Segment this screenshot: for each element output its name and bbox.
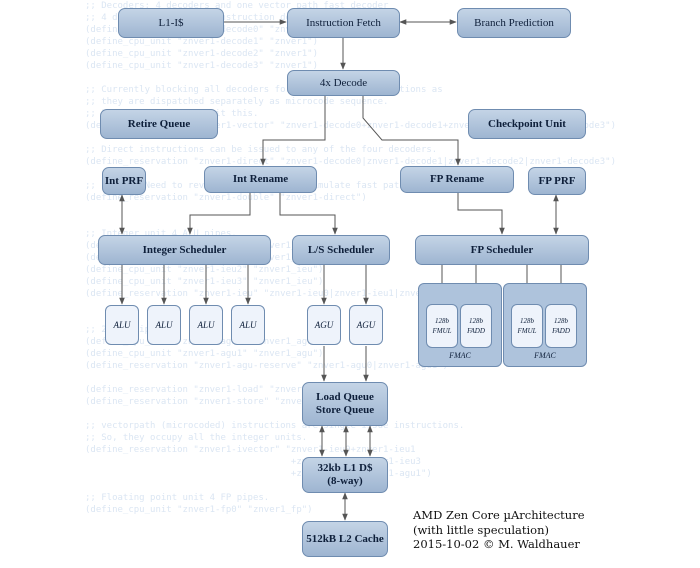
fp-scheduler-block: FP Scheduler xyxy=(415,235,589,265)
caption: AMD Zen Core µArchitecture (with little … xyxy=(413,508,653,552)
arrow-decode-fp-rename xyxy=(362,96,461,166)
decode-block: 4x Decode xyxy=(287,70,400,96)
fp-rename-block: FP Rename xyxy=(400,166,514,193)
arrow-decode-int-rename xyxy=(260,96,326,166)
fmac-group: 128b FMUL 128b FADD FMAC xyxy=(418,283,502,367)
l2-cache-block: 512kB L2 Cache xyxy=(302,521,388,557)
caption-credit: 2015-10-02 © M. Waldhauer xyxy=(413,537,580,551)
alu-unit: ALU xyxy=(147,305,181,345)
l1-dcache-block: 32kb L1 D$ (8-way) xyxy=(302,457,388,493)
fmul-unit: 128b FMUL xyxy=(426,304,458,348)
fp-prf-block: FP PRF xyxy=(528,167,586,195)
l1-icache-block: L1-I$ xyxy=(118,8,224,38)
fadd-unit: 128b FADD xyxy=(460,304,492,348)
load-store-queue-block: Load Queue Store Queue xyxy=(302,382,388,426)
checkpoint-unit-block: Checkpoint Unit xyxy=(468,109,586,139)
fmac-label: FMAC xyxy=(534,351,556,360)
arrow-intrename-intsched xyxy=(187,193,251,235)
fadd-unit: 128b FADD xyxy=(545,304,577,348)
caption-subtitle: (with little speculation) xyxy=(413,522,549,537)
fmac-label: FMAC xyxy=(449,351,471,360)
fmac-group: 128b FMUL 128b FADD FMAC xyxy=(503,283,587,367)
branch-prediction-block: Branch Prediction xyxy=(457,8,571,38)
ls-scheduler-block: L/S Scheduler xyxy=(292,235,390,265)
integer-scheduler-block: Integer Scheduler xyxy=(98,235,271,265)
agu-unit: AGU xyxy=(307,305,341,345)
arrow-fprename-fpsched xyxy=(457,193,505,235)
alu-unit: ALU xyxy=(231,305,265,345)
int-rename-block: Int Rename xyxy=(204,166,317,193)
int-prf-block: Int PRF xyxy=(102,167,146,195)
retire-queue-block: Retire Queue xyxy=(100,109,218,139)
instruction-fetch-block: Instruction Fetch xyxy=(287,8,400,38)
alu-unit: ALU xyxy=(189,305,223,345)
arrow-intrename-lssched xyxy=(279,193,338,235)
agu-unit: AGU xyxy=(349,305,383,345)
caption-title: AMD Zen Core µArchitecture xyxy=(413,508,585,522)
alu-unit: ALU xyxy=(105,305,139,345)
fmul-unit: 128b FMUL xyxy=(511,304,543,348)
